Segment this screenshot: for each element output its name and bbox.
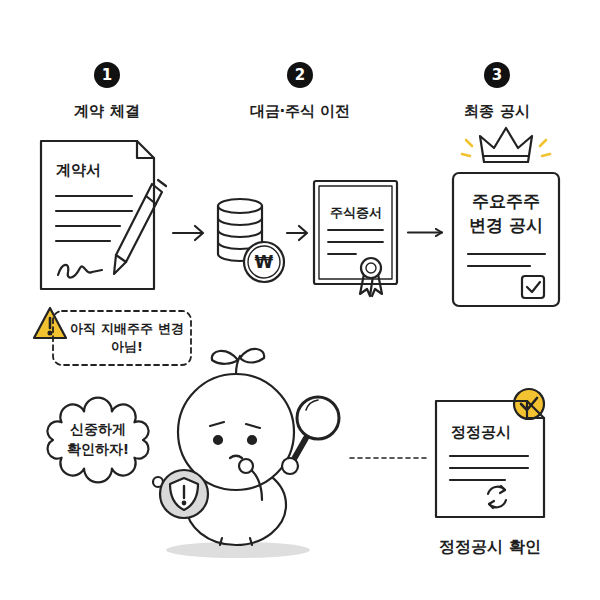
magnifier: [282, 397, 339, 474]
node-outline: [435, 400, 545, 518]
step-number: 2: [295, 66, 305, 84]
crown: [462, 128, 550, 162]
stock-certificate: 주식증서: [313, 180, 398, 285]
coin-stack: [218, 199, 284, 282]
correction-document: 정정공시정정공시 확인: [435, 400, 545, 518]
flow-arrow: [408, 231, 442, 233]
disclosure-lines: [468, 254, 545, 298]
node-text: 주요주주 변경 공시: [460, 190, 552, 238]
node-text: 주식증서: [330, 204, 382, 222]
step-title: 대금·주식 이전: [250, 102, 351, 120]
pen: [114, 180, 166, 274]
node-text: 아직 지배주주 변경 아님!: [70, 320, 184, 356]
node-outline: [48, 405, 148, 475]
step-title: 계약 체결: [74, 102, 139, 120]
contract-document: 계약서: [40, 140, 155, 290]
warning-icon: [34, 308, 66, 338]
disclosure-box: 주요주주 변경 공시: [452, 172, 560, 307]
step-number: 3: [492, 66, 502, 84]
character: [166, 349, 310, 558]
speech-bubble: 신중하게 확인하자!: [48, 405, 148, 475]
shield-backpack: [160, 470, 208, 518]
step-circle: [484, 62, 510, 88]
warning-callout: 아직 지배주주 변경 아님!: [52, 310, 192, 366]
node-outline: [52, 310, 192, 366]
node-text: 계약서: [56, 160, 101, 181]
step-circle: [94, 62, 120, 88]
node-outline: [313, 180, 398, 285]
step-circle: [287, 62, 313, 88]
caption-text: 정정공시 확인: [439, 536, 541, 558]
node-text: 정정공시: [451, 422, 511, 443]
certificate-lines: [328, 230, 383, 254]
seal: [360, 258, 382, 296]
step-number: 1: [102, 66, 112, 84]
correction-lines: [450, 456, 528, 508]
document-lines: [56, 196, 132, 278]
leader-line: [350, 457, 430, 459]
node-text: 신중하게 확인하자!: [66, 420, 130, 459]
currency-symbol: ₩: [255, 252, 274, 272]
step-title: 최종 공시: [464, 102, 529, 120]
